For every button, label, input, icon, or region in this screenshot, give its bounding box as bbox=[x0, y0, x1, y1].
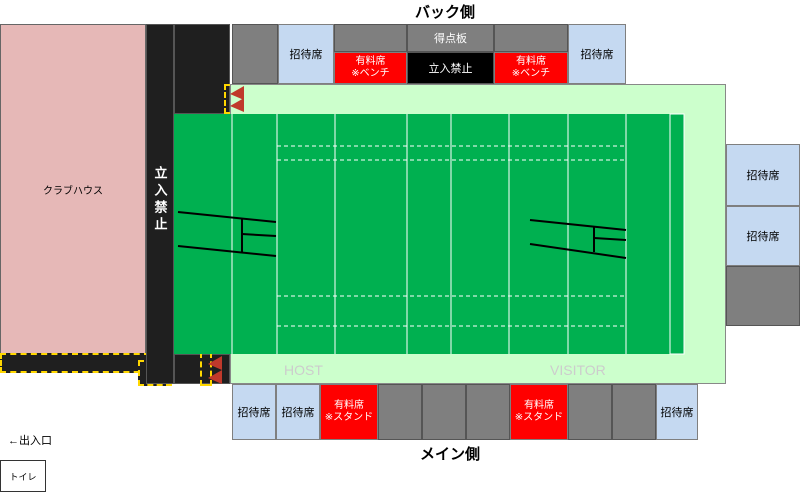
back-paid-bench-left: 有料席 ※ベンチ bbox=[334, 52, 407, 84]
side-invitation-seat-1: 招待席 bbox=[726, 144, 800, 206]
toilet: トイレ bbox=[0, 460, 46, 492]
main-paid-stand-left: 有料席 ※スタンド bbox=[320, 384, 378, 440]
no-entry-top: 立入禁止 bbox=[407, 52, 494, 84]
back-block-2 bbox=[334, 24, 407, 52]
back-side-label: バック側 bbox=[414, 3, 475, 21]
side-invitation-seat-2: 招待席 bbox=[726, 206, 800, 266]
host-label: HOST bbox=[284, 362, 323, 378]
clubhouse: クラブハウス bbox=[0, 24, 146, 354]
main-invitation-seat-3: 招待席 bbox=[656, 384, 698, 440]
back-paid-bench-right: 有料席 ※ベンチ bbox=[494, 52, 568, 84]
clubhouse-label: クラブハウス bbox=[43, 185, 103, 197]
main-paid-stand-right: 有料席 ※スタンド bbox=[510, 384, 568, 440]
scoreboard: 得点板 bbox=[407, 24, 494, 52]
main-block-2 bbox=[422, 384, 466, 440]
entrance-label: ←出入口 bbox=[8, 435, 52, 447]
back-invitation-seat-right: 招待席 bbox=[568, 24, 626, 84]
main-side-label: メイン側 bbox=[419, 445, 480, 463]
main-invitation-seat-2: 招待席 bbox=[276, 384, 320, 440]
back-invitation-seat-left: 招待席 bbox=[278, 24, 334, 84]
main-block-3 bbox=[466, 384, 510, 440]
main-block-4 bbox=[568, 384, 612, 440]
visitor-label: VISITOR bbox=[550, 362, 606, 378]
no-entry-vertical-label: 立入禁止 bbox=[152, 166, 168, 234]
back-block-3 bbox=[494, 24, 568, 52]
back-block-1 bbox=[232, 24, 278, 84]
toilet-label: トイレ bbox=[9, 471, 37, 482]
main-block-1 bbox=[378, 384, 422, 440]
main-block-5 bbox=[612, 384, 656, 440]
side-block bbox=[726, 266, 800, 326]
no-entry-block-top bbox=[174, 24, 230, 114]
no-entry-column bbox=[146, 24, 174, 384]
main-invitation-seat-1: 招待席 bbox=[232, 384, 276, 440]
